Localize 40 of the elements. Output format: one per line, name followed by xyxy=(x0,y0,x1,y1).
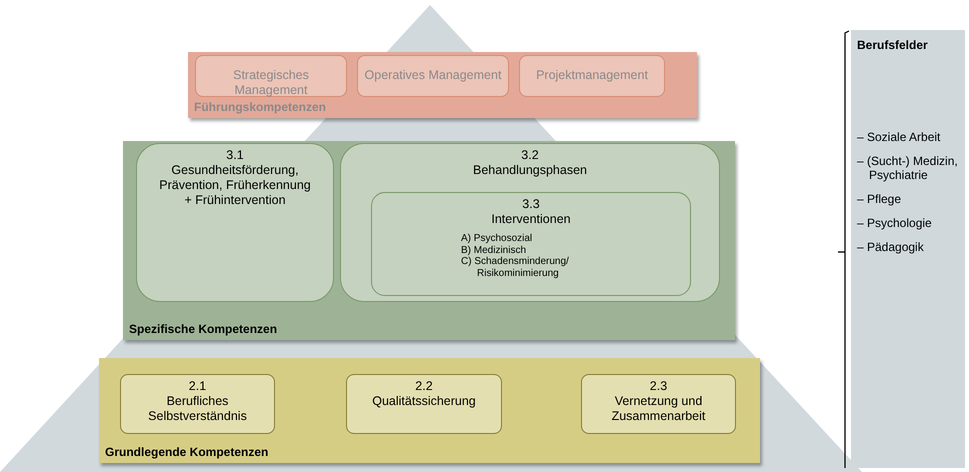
competence-box xyxy=(519,55,665,97)
competence-box xyxy=(120,374,275,434)
competence-box xyxy=(340,143,720,302)
list-item: – (Sucht-) Medizin, Psychiatrie xyxy=(857,154,959,182)
section-number: 3.1 xyxy=(225,148,245,163)
box-title: Gesundheitsförderung, Prävention, Früherkennung + Frühintervention xyxy=(158,163,312,208)
list-item: – Soziale Arbeit xyxy=(857,130,942,144)
list-item: – Psychologie xyxy=(857,216,933,230)
box-title: Projektmanagement xyxy=(535,68,649,83)
box-title: Berufliches Selbstverständnis xyxy=(147,394,248,424)
list-item: – Pflege xyxy=(857,192,902,206)
box-title: Behandlungsphasen xyxy=(472,163,588,178)
panel-heading: Berufsfelder xyxy=(857,38,929,52)
section-number: 2.1 xyxy=(188,379,208,394)
section-number: 2.2 xyxy=(414,379,434,394)
side-panel xyxy=(851,30,965,468)
competence-box xyxy=(195,55,347,97)
box-title: Vernetzung und Zusammenarbeit xyxy=(610,394,706,424)
box-title: Operatives Management xyxy=(364,68,502,83)
competence-box xyxy=(581,374,736,434)
layer-title: Grundlegende Kompetenzen xyxy=(105,445,268,459)
layer-band xyxy=(123,141,735,340)
competence-box xyxy=(346,374,502,434)
layer-band xyxy=(188,52,697,118)
list-item: – Pädagogik xyxy=(857,240,925,254)
list-item: B) Medizinisch xyxy=(461,244,528,256)
list-item: C) Schadensminderung/ Risikominimierung xyxy=(461,256,570,279)
section-number: 3.3 xyxy=(521,197,541,212)
layer-title: Führungskompetenzen xyxy=(194,100,326,114)
box-title: Strategisches Management xyxy=(232,68,310,98)
box-title: Qualitätssicherung xyxy=(371,394,477,409)
list-item: A) Psychosozial xyxy=(461,233,534,244)
layer-band xyxy=(99,358,760,463)
layer-title: Spezifische Kompetenzen xyxy=(129,322,278,336)
competence-box xyxy=(357,55,509,97)
competence-box xyxy=(136,143,334,302)
box-title: Interventionen xyxy=(490,212,572,227)
section-number: 2.3 xyxy=(648,379,668,394)
competence-box xyxy=(371,192,691,296)
section-number: 3.2 xyxy=(520,148,540,163)
